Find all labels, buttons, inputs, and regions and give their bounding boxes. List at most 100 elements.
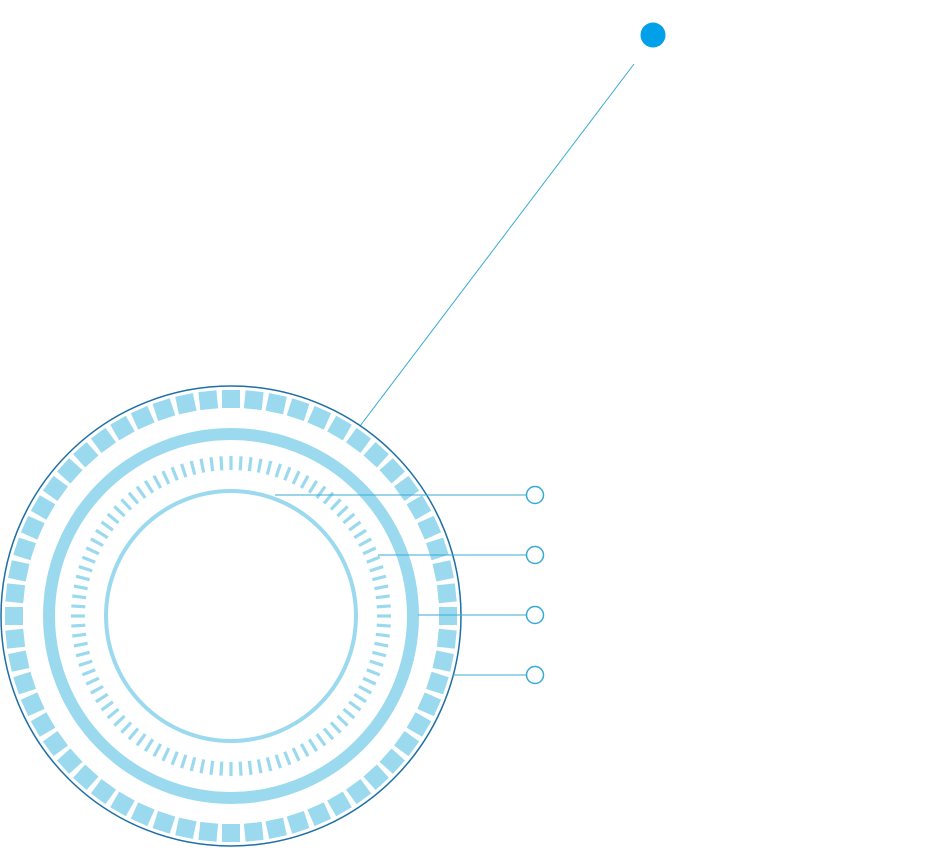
- inner-tick-segment: [307, 738, 319, 752]
- outer-tick-segment: [286, 811, 310, 834]
- inner-tick-segment: [358, 537, 372, 548]
- outer-tick-segment: [30, 495, 56, 520]
- inner-tick-segment: [161, 747, 171, 762]
- outer-tick-ring: [5, 390, 457, 842]
- outer-tick-segment: [327, 415, 352, 441]
- outer-tick-segment: [30, 712, 56, 737]
- outer-tick-segment: [13, 671, 36, 695]
- outer-tick-segment: [8, 560, 30, 582]
- outer-tick-segment: [426, 537, 449, 561]
- inner-tick-segment: [189, 460, 197, 475]
- inner-tick-segment: [362, 676, 377, 686]
- inner-tick-segment: [71, 604, 86, 609]
- outer-tick-segment: [393, 730, 420, 757]
- inner-tick-segment: [353, 692, 367, 704]
- inner-tick-segment: [256, 759, 263, 774]
- leader-line-diagonal: [359, 63, 635, 427]
- outer-tick-segment: [363, 442, 389, 468]
- inner-tick-segment: [374, 641, 389, 648]
- accent-dot: [640, 22, 666, 48]
- inner-tick-segment: [127, 491, 140, 505]
- inner-tick-segment: [85, 546, 100, 556]
- outer-tick-segment: [130, 802, 155, 827]
- outer-tick-segment: [42, 730, 69, 757]
- inner-tick-segment: [247, 457, 253, 472]
- outer-tick-segment: [286, 398, 310, 421]
- callout-marker-1[interactable]: [525, 485, 545, 505]
- outer-tick-segment: [436, 628, 457, 649]
- inner-tick-ring: [71, 456, 391, 776]
- inner-tick-segment: [209, 760, 215, 775]
- inner-tick-segment: [348, 520, 362, 532]
- outer-tick-segment: [406, 495, 432, 520]
- outer-tick-segment: [243, 821, 264, 842]
- outer-tick-segment: [417, 692, 442, 717]
- inner-tick-segment: [315, 485, 327, 499]
- inner-tick-segment: [73, 641, 88, 648]
- inner-tick-segment: [375, 594, 390, 600]
- inner-tick-segment: [369, 565, 384, 573]
- inner-tick-segment: [322, 727, 335, 741]
- outer-tick-segment: [5, 583, 26, 604]
- inner-tick-segment: [274, 463, 282, 478]
- inner-tick-segment: [274, 754, 282, 769]
- outer-tick-segment: [90, 778, 117, 805]
- outer-tick-segment: [327, 791, 352, 817]
- callout-marker-2[interactable]: [525, 545, 545, 565]
- outer-tick-segment: [307, 802, 332, 827]
- inner-tick-segment: [247, 760, 253, 775]
- inner-tick-segment: [152, 475, 163, 489]
- inner-tick-segment: [256, 458, 263, 473]
- outer-tick-segment: [42, 475, 69, 502]
- outer-tick-segment: [307, 405, 332, 430]
- inner-tick-segment: [265, 757, 273, 772]
- outer-tick-segment: [110, 415, 135, 441]
- inner-tick-segment: [161, 470, 171, 485]
- inner-tick-segment: [135, 485, 147, 499]
- outer-tick-segment: [363, 764, 389, 790]
- inner-tick-segment: [180, 463, 188, 478]
- inner-tick-segment: [120, 721, 133, 734]
- inner-tick-segment: [342, 512, 356, 525]
- outer-tick-segment: [110, 791, 135, 817]
- inner-tick-segment: [372, 650, 387, 658]
- outer-tick-segment: [265, 393, 287, 415]
- inner-tick-segment: [299, 475, 310, 489]
- inner-tick-segment: [85, 676, 100, 686]
- outer-tick-segment: [345, 427, 372, 454]
- outer-tick-segment: [243, 390, 264, 411]
- callout-marker-4[interactable]: [525, 665, 545, 685]
- callout-marker-3[interactable]: [525, 605, 545, 625]
- inner-tick-segment: [348, 700, 362, 712]
- inner-tick-segment: [143, 738, 155, 752]
- outer-tick-segment: [57, 748, 83, 774]
- inner-tick-segment: [170, 751, 179, 766]
- outer-tick-segment: [417, 515, 442, 540]
- inner-tick-segment: [315, 733, 327, 747]
- inner-tick-segment: [120, 498, 133, 511]
- inner-tick-segment: [72, 632, 87, 638]
- inner-tick-segment: [366, 668, 381, 677]
- inner-tick-segment: [329, 498, 342, 511]
- outer-tick-segment: [73, 442, 99, 468]
- inner-tick-segment: [100, 520, 114, 532]
- outer-tick-segment: [130, 405, 155, 430]
- inner-tick-segment: [95, 692, 109, 704]
- outer-tick-segment: [406, 712, 432, 737]
- inner-tick-segment: [353, 528, 367, 540]
- outer-tick-segment: [198, 821, 219, 842]
- inner-tick-segment: [307, 480, 319, 494]
- inner-tick-segment: [189, 757, 197, 772]
- solid-band-ring: [43, 428, 419, 804]
- inner-tick-segment: [113, 714, 126, 727]
- inner-tick-segment: [238, 456, 243, 471]
- outer-tick-segment: [152, 811, 176, 834]
- inner-tick-segment: [265, 460, 273, 475]
- inner-tick-segment: [238, 761, 243, 776]
- inner-tick-segment: [358, 684, 372, 695]
- outer-tick-segment: [175, 817, 197, 839]
- inner-tick-segment: [113, 505, 126, 518]
- inner-tick-segment: [81, 668, 96, 677]
- inner-tick-segment: [209, 457, 215, 472]
